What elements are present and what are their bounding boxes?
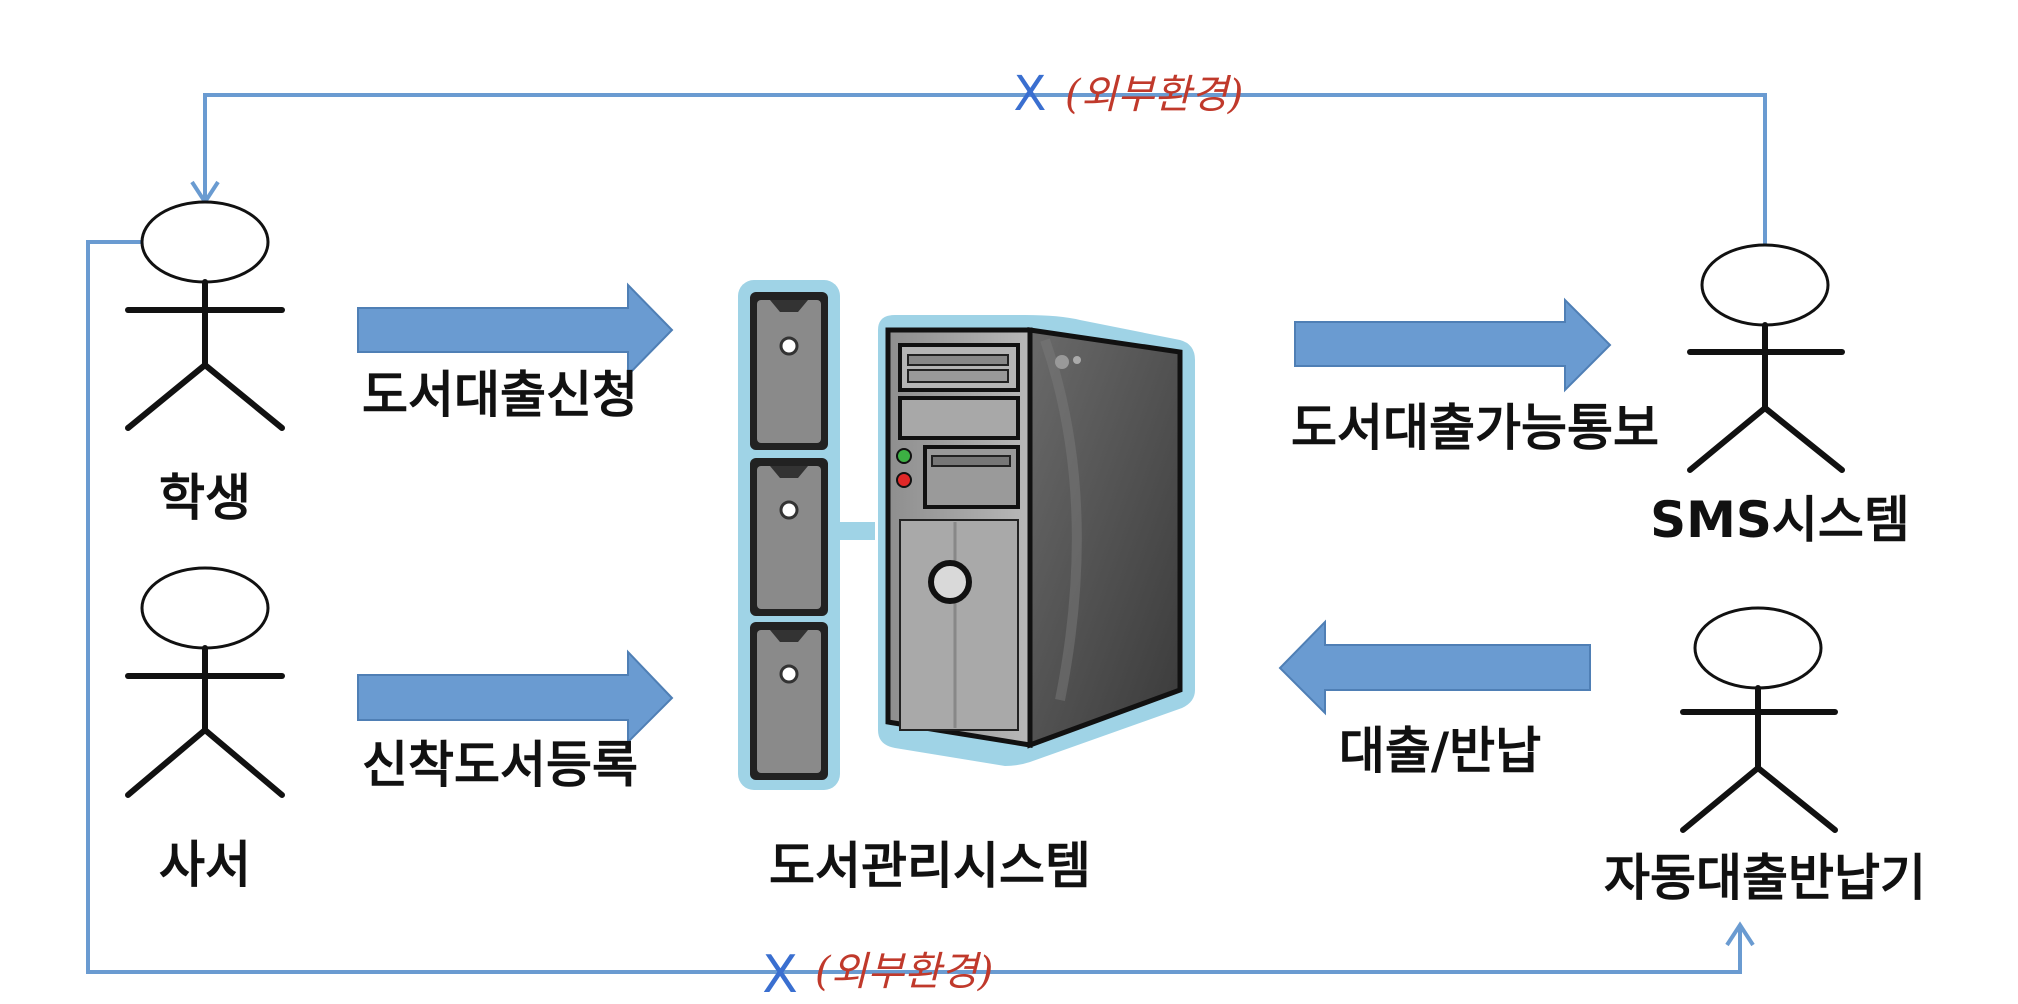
actor-student: 학생 [125, 200, 285, 527]
sms-label: SMS시스템 [1650, 491, 1910, 549]
new-book-label: 신착도서등록 [362, 736, 638, 794]
tower-case [885, 327, 1183, 749]
actor-librarian: 사서 [125, 566, 285, 894]
arrow-right-icon [357, 282, 674, 378]
student-figure-icon [125, 279, 285, 431]
bottom-external-line [86, 240, 1755, 974]
student-head-icon [140, 200, 270, 284]
actor-sms-system: SMS시스템 [1650, 243, 1910, 549]
power-led-green-icon [896, 448, 912, 464]
top-x-mark: X [1014, 66, 1047, 122]
top-external-line [190, 93, 1767, 245]
bottom-x-mark: X [762, 945, 798, 1000]
kiosk-head-icon [1693, 606, 1823, 690]
actor-kiosk: 자동대출반납기 [1604, 606, 1926, 907]
kiosk-label: 자동대출반납기 [1604, 849, 1926, 907]
arrow-right-icon [1294, 297, 1612, 393]
kiosk-figure-icon [1680, 685, 1838, 833]
top-external-note: (외부환경) [1065, 72, 1243, 118]
power-button-icon [928, 560, 972, 604]
loan-request-label: 도서대출신청 [362, 366, 638, 424]
rack-units [750, 292, 828, 780]
librarian-figure-icon [125, 645, 285, 798]
arrow-left-icon [1278, 619, 1591, 716]
bottom-annotation: X (외부환경) [762, 945, 993, 1004]
server-icon: 도서관리시스템 [738, 280, 1195, 895]
top-annotation: X (외부환경) [1014, 66, 1244, 122]
arrow-loan-notice: 도서대출가능통보 [1291, 297, 1659, 457]
arrow-right-icon [357, 649, 674, 745]
arrow-loan-request: 도서대출신청 [357, 282, 674, 424]
librarian-label: 사서 [159, 836, 251, 894]
power-led-red-icon [896, 472, 912, 488]
arrow-new-book: 신착도서등록 [357, 649, 674, 794]
sms-head-icon [1700, 243, 1830, 327]
loan-return-label: 대출/반납 [1339, 722, 1541, 780]
sms-figure-icon [1687, 322, 1845, 473]
arrow-loan-return: 대출/반납 [1278, 619, 1591, 780]
bottom-external-note: (외부환경) [815, 949, 993, 995]
student-label: 학생 [159, 469, 251, 527]
loan-notice-label: 도서대출가능통보 [1291, 399, 1659, 457]
librarian-head-icon [140, 566, 270, 650]
system-label: 도서관리시스템 [769, 837, 1091, 895]
